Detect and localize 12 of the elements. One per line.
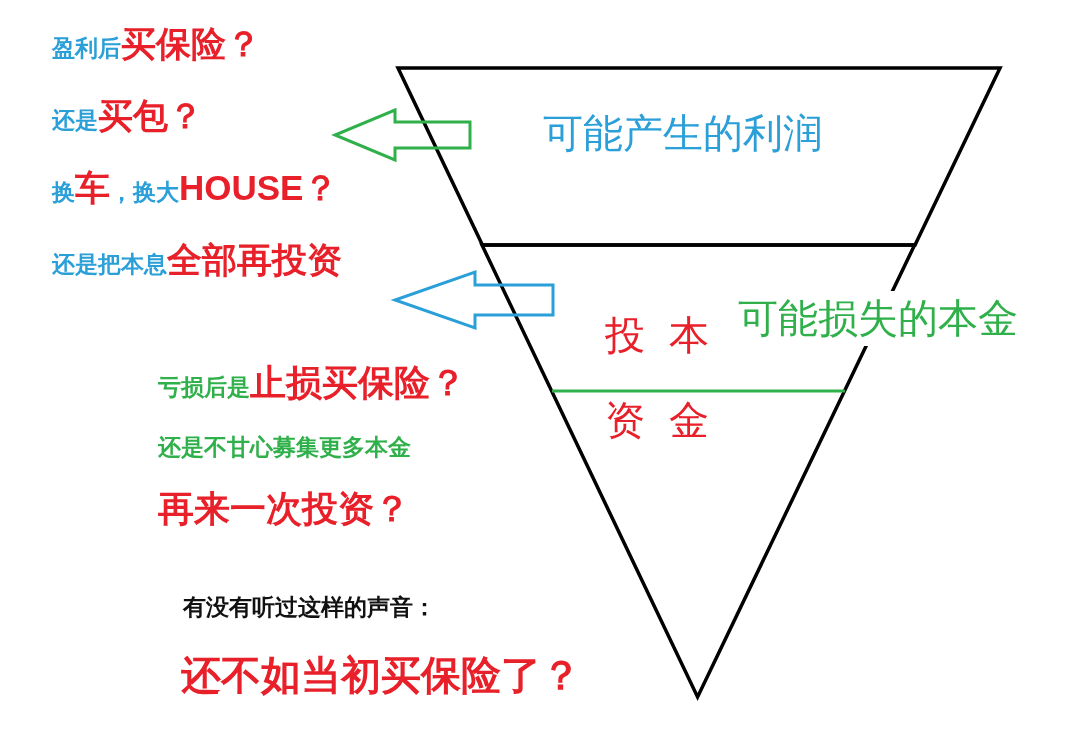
question-text: 再来一次投资？ [158, 487, 410, 531]
question-text: 还是不甘心募集更多本金 [158, 433, 411, 462]
question-text: 还是买包？ [52, 95, 203, 137]
question-text: 亏损后是止损买保险？ [158, 361, 466, 405]
question-text: 还是把本息全部再投资 [52, 239, 342, 281]
question-text: 盈利后买保险？ [52, 23, 261, 65]
band-label: 可能产生的利润 [543, 110, 823, 157]
headline-text: 还不如当初买保险了？ [181, 652, 581, 699]
arrow [331, 107, 472, 163]
profit-band [398, 68, 1000, 245]
question-text: 有没有听过这样的声音： [183, 593, 436, 622]
question-text: 换车，换大HOUSE？ [52, 167, 339, 209]
